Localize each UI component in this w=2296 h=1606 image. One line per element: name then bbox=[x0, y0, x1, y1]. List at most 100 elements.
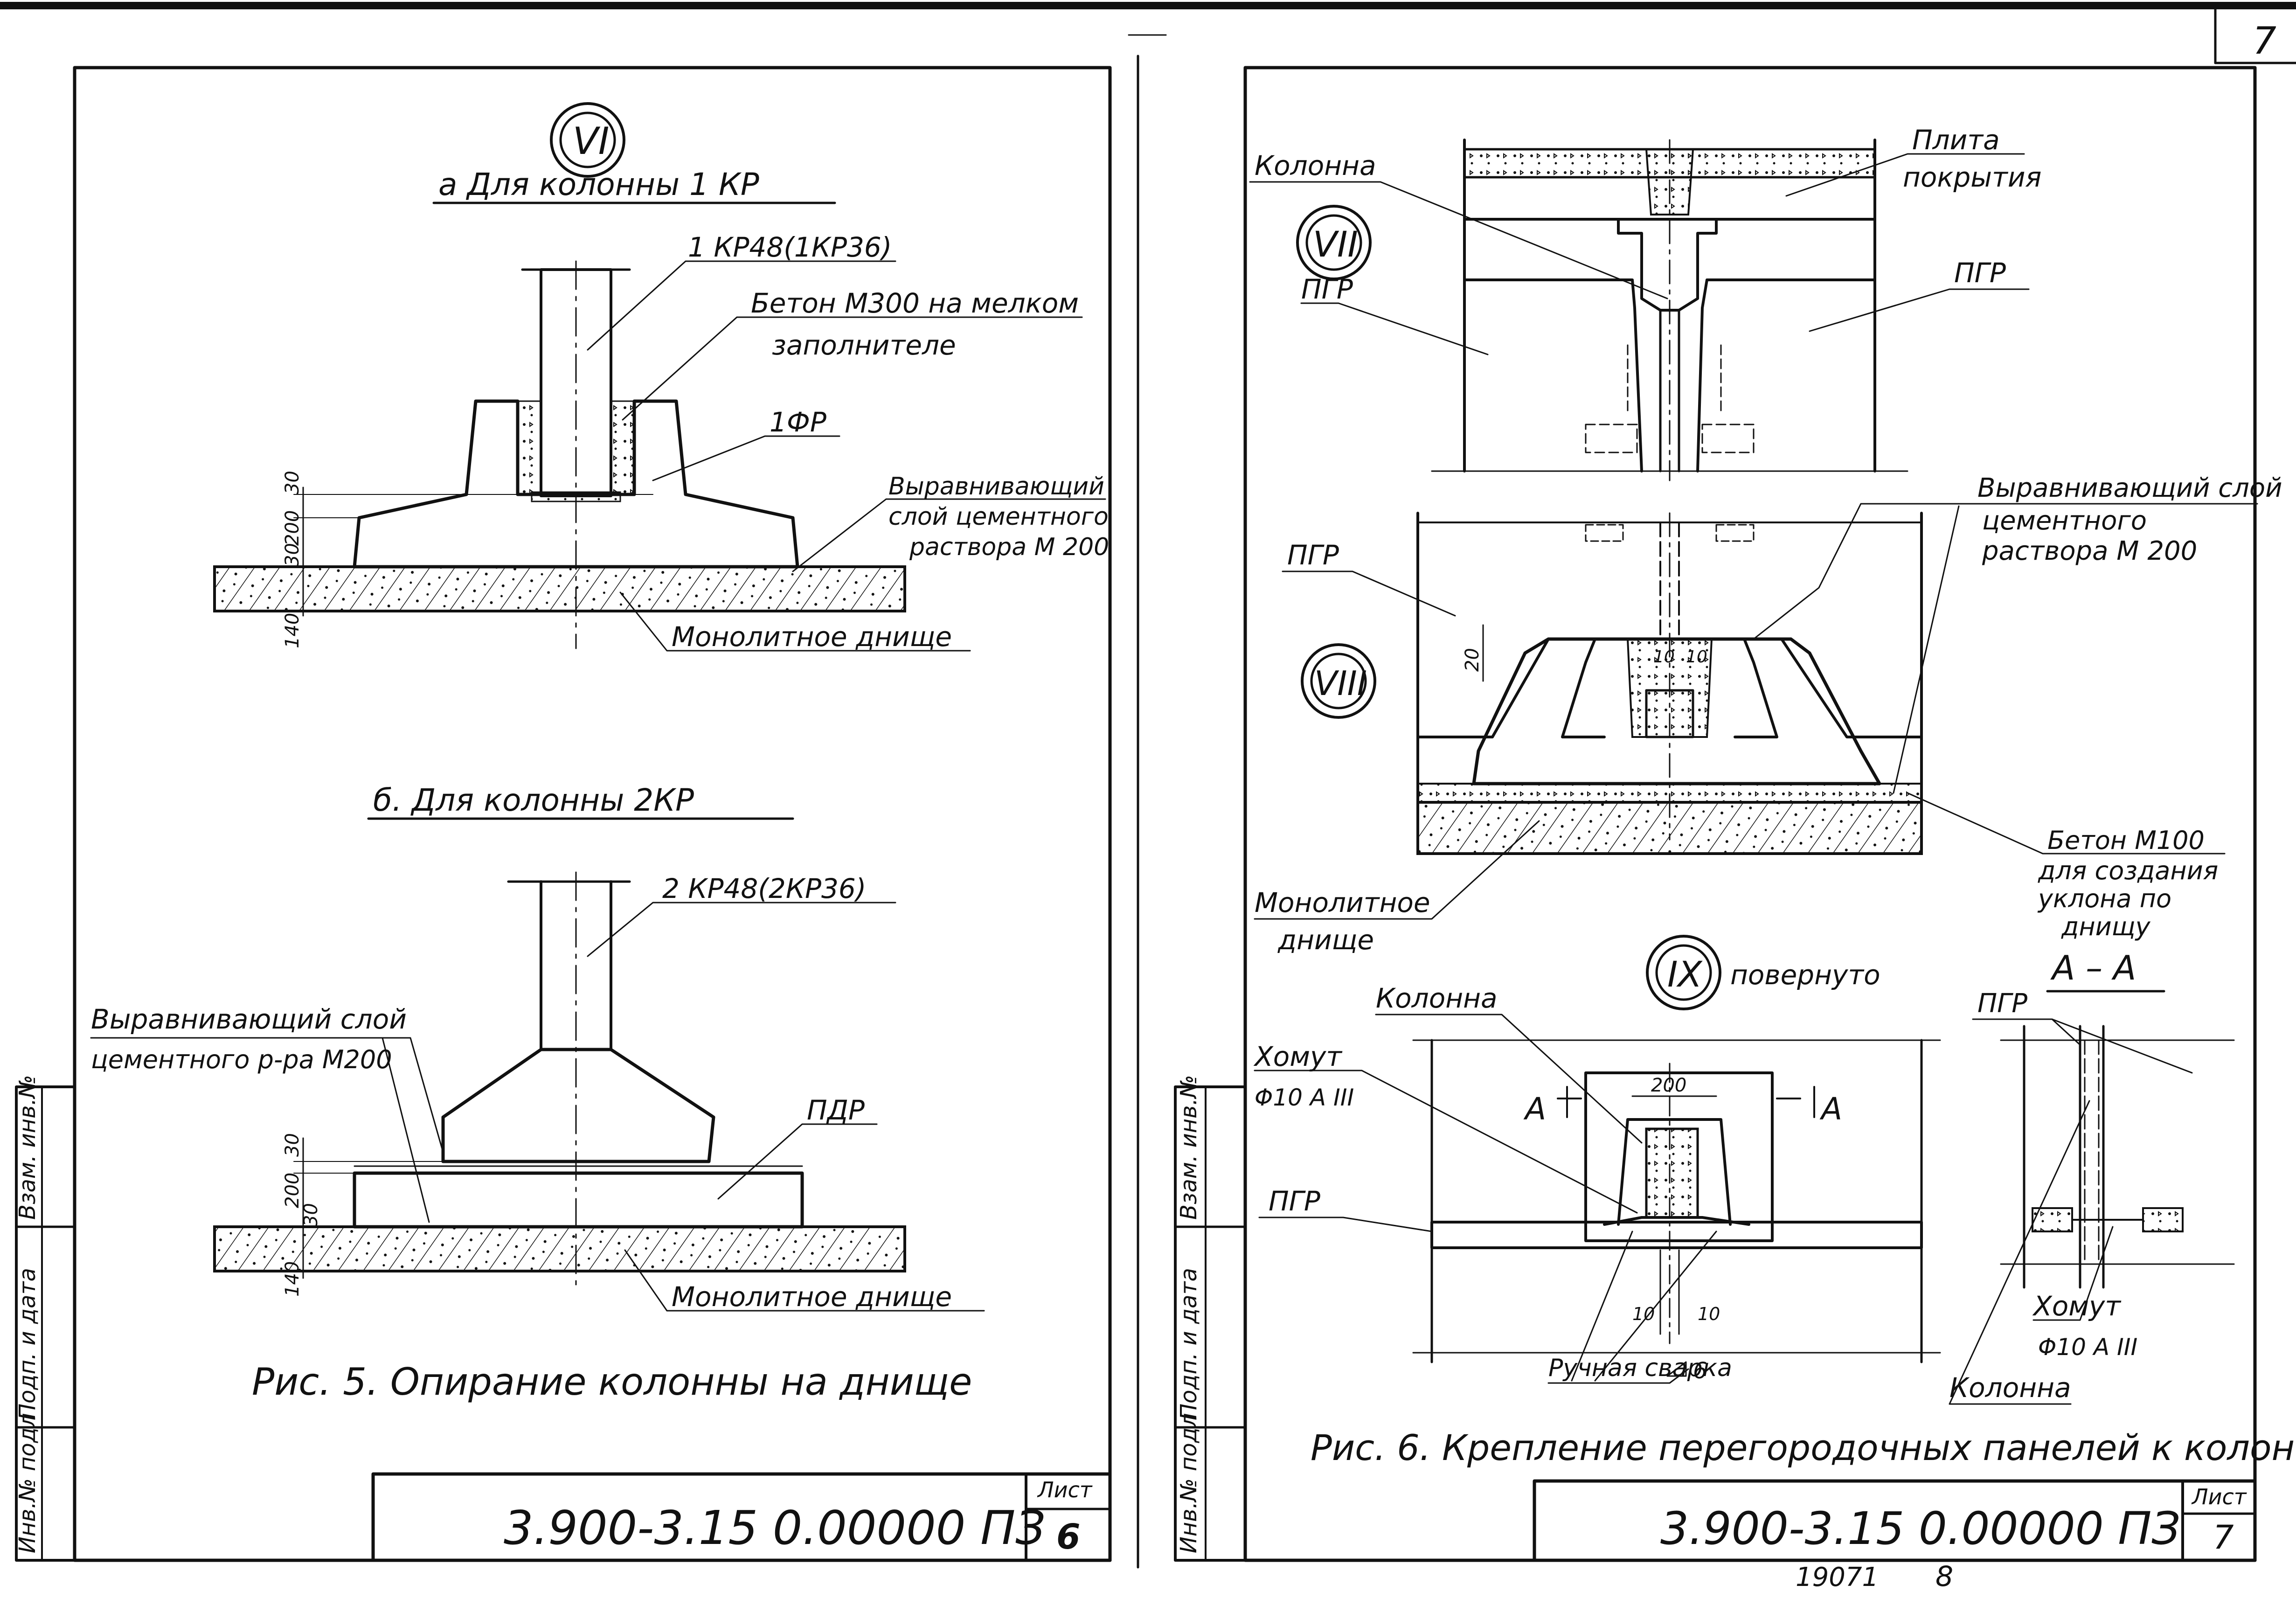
svg-text:для создания: для создания bbox=[2038, 856, 2218, 885]
svg-text:20: 20 bbox=[1462, 648, 1483, 672]
svg-text:раствора М 200: раствора М 200 bbox=[909, 533, 1109, 561]
stamp-cell-replaced: Взам. инв.№ bbox=[14, 1075, 41, 1220]
label-clamp-section: Хомут bbox=[2032, 1290, 2122, 1322]
footing-pdr-top bbox=[441, 1048, 715, 1163]
monolithic-bottom-viii bbox=[1416, 801, 1923, 855]
stamp-cell-original: Инв.№ подл bbox=[14, 1413, 41, 1553]
right-side-stamp: Инв.№ подл Подп. и дата Взам. инв.№ bbox=[1174, 1075, 1247, 1562]
pgr-panel-ix bbox=[1430, 1221, 1923, 1249]
svg-text:IX: IX bbox=[1667, 953, 1703, 995]
svg-text:VII: VII bbox=[1313, 223, 1358, 265]
label-clamp-ix: Хомут bbox=[1253, 1041, 1343, 1072]
page-corner-number: 7 bbox=[2253, 19, 2276, 63]
label-column-vii: Колонна bbox=[1255, 150, 1376, 181]
label-leveling-layer-b: Выравнивающий слой bbox=[91, 1003, 407, 1035]
svg-text:VI: VI bbox=[573, 119, 609, 163]
svg-text:цементного р-ра М200: цементного р-ра М200 bbox=[91, 1045, 392, 1074]
label-manual-weld: Ручная сварка bbox=[1548, 1354, 1732, 1382]
svg-text:6: 6 bbox=[1693, 1358, 1707, 1384]
label-footing-pdr: ПДР bbox=[807, 1094, 865, 1126]
svg-text:10: 10 bbox=[1686, 647, 1707, 667]
detail-ix-marker: IX bbox=[1646, 935, 1721, 1010]
label-monolithic-bottom-b: Монолитное днище bbox=[672, 1281, 952, 1313]
svg-text:140: 140 bbox=[282, 1261, 303, 1297]
detail-vi: VI а Для колонны 1 КР 30 200 30 140 1 КР… bbox=[213, 102, 1109, 653]
detail-ix: IX повернуто А – А 200 А А 10 10 Колонна… bbox=[1253, 935, 2235, 1405]
svg-text:30: 30 bbox=[282, 543, 303, 567]
detail-vi-caption: а Для колонны 1 КР bbox=[438, 167, 759, 202]
footer-archive-number: 19071 bbox=[1796, 1562, 1879, 1592]
svg-text:уклона по: уклона по bbox=[2037, 884, 2171, 913]
detail-viii-marker: VIII bbox=[1301, 643, 1376, 719]
label-roof-slab: Плита bbox=[1912, 124, 2000, 156]
right-stamp-cell-replaced: Взам. инв.№ bbox=[1176, 1075, 1202, 1220]
right-sheet-label: Лист bbox=[2191, 1484, 2247, 1509]
left-doc-code: 3.900-3.15 0.00000 ПЗ bbox=[504, 1501, 1045, 1555]
svg-text:30: 30 bbox=[282, 1133, 303, 1157]
left-sheet-label: Лист bbox=[1037, 1477, 1093, 1502]
detail-vi-marker: VI bbox=[550, 102, 625, 178]
section-aa-title: А – А bbox=[2050, 948, 2136, 987]
svg-text:10: 10 bbox=[1698, 1304, 1720, 1324]
svg-text:слой цементного: слой цементного bbox=[888, 503, 1109, 531]
svg-text:200: 200 bbox=[282, 510, 303, 546]
label-column-section: Колонна bbox=[1949, 1372, 2071, 1404]
svg-text:покрытия: покрытия bbox=[1903, 161, 2041, 193]
column-ix bbox=[1584, 1071, 1774, 1242]
footing-pdr-plate bbox=[353, 1171, 804, 1229]
label-column-1kr: 1 КР48(1КР36) bbox=[688, 231, 892, 263]
label-leveling-layer: Выравнивающий bbox=[888, 473, 1104, 501]
svg-text:140: 140 bbox=[282, 613, 303, 648]
section-aa: ПГР Хомут Φ10 А III Колонна bbox=[1949, 988, 2235, 1405]
svg-text:Φ10 А III: Φ10 А III bbox=[1255, 1084, 1354, 1111]
section-mark-left: А bbox=[1523, 1091, 1546, 1127]
label-pgr-ix: ПГР bbox=[1269, 1185, 1320, 1217]
svg-text:200: 200 bbox=[1651, 1075, 1686, 1096]
left-sheet-number: 6 bbox=[1056, 1517, 1081, 1557]
label-footing-1fr: 1ФР bbox=[770, 406, 826, 438]
right-title-block: 3.900-3.15 0.00000 ПЗ Лист 7 bbox=[1533, 1479, 2257, 1562]
detail-b-caption: б. Для колонны 2КР bbox=[373, 782, 694, 818]
left-title-block: 3.900-3.15 0.00000 ПЗ Лист 6 bbox=[371, 1472, 1112, 1562]
right-stamp-cell-signature: Подп. и дата bbox=[1176, 1268, 1202, 1420]
label-pgr-left-vii: ПГР bbox=[1301, 273, 1353, 305]
svg-text:цементного: цементного bbox=[1982, 506, 2147, 536]
label-concrete-m300-cont: заполнителе bbox=[772, 329, 956, 361]
label-pgr-right-vii: ПГР bbox=[1954, 257, 2006, 289]
detail-b: б. Для колонны 2КР 30 200 30 140 2 КР48(… bbox=[90, 782, 985, 1313]
svg-text:30: 30 bbox=[300, 1203, 322, 1227]
detail-vii: VII Колонна Плита покрытия ПГР ПГР bbox=[1249, 124, 2041, 481]
right-doc-code: 3.900-3.15 0.00000 ПЗ bbox=[1660, 1502, 2180, 1555]
svg-text:30: 30 bbox=[282, 471, 303, 494]
svg-text:200: 200 bbox=[282, 1173, 303, 1208]
label-concrete-m300: Бетон М300 на мелком bbox=[751, 287, 1079, 319]
detail-vii-marker: VII bbox=[1296, 205, 1372, 280]
label-monolithic-bottom-viii: Монолитное bbox=[1255, 887, 1430, 918]
label-leveling-layer-viii: Выравнивающий слой bbox=[1977, 473, 2282, 503]
section-mark-right: А bbox=[1819, 1091, 1842, 1127]
page-top-rule bbox=[0, 2, 2296, 64]
label-column-ix: Колонна bbox=[1376, 982, 1498, 1014]
label-concrete-m100: Бетон М100 bbox=[2047, 826, 2205, 855]
svg-text:VIII: VIII bbox=[1314, 664, 1367, 703]
figure-6-caption: Рис. 6. Крепление перегородочных панелей… bbox=[1311, 1427, 2296, 1468]
svg-text:раствора М 200: раствора М 200 bbox=[1982, 536, 2197, 566]
label-pgr-viii: ПГР bbox=[1287, 539, 1339, 571]
right-sheet-number: 7 bbox=[2213, 1518, 2234, 1557]
detail-viii: VIII 20 10 10 ПГР Выравнивающий слой цем… bbox=[1254, 473, 2282, 956]
monolithic-bottom-b bbox=[213, 1225, 906, 1272]
label-column-2kr: 2 КР48(2КР36) bbox=[662, 873, 866, 904]
label-monolithic-bottom-vi: Монолитное днище bbox=[672, 621, 952, 653]
left-side-stamp: Инв.№ подл Подп. и дата Взам. инв.№ bbox=[14, 1075, 76, 1562]
figure-5-caption: Рис. 5. Опирание колонны на днище bbox=[252, 1360, 972, 1404]
svg-text:10: 10 bbox=[1653, 647, 1675, 667]
svg-text:Φ10 А III: Φ10 А III bbox=[2038, 1334, 2137, 1361]
label-pgr-section: ПГР bbox=[1977, 988, 2027, 1019]
svg-text:днище: днище bbox=[1277, 924, 1374, 956]
svg-text:днищу: днищу bbox=[2061, 912, 2151, 941]
footer-page-number: 8 bbox=[1935, 1560, 1953, 1593]
right-stamp-cell-original: Инв.№ подл bbox=[1176, 1413, 1202, 1553]
stamp-cell-signature: Подп. и дата bbox=[14, 1268, 41, 1420]
rotated-note: повернуто bbox=[1730, 959, 1880, 991]
